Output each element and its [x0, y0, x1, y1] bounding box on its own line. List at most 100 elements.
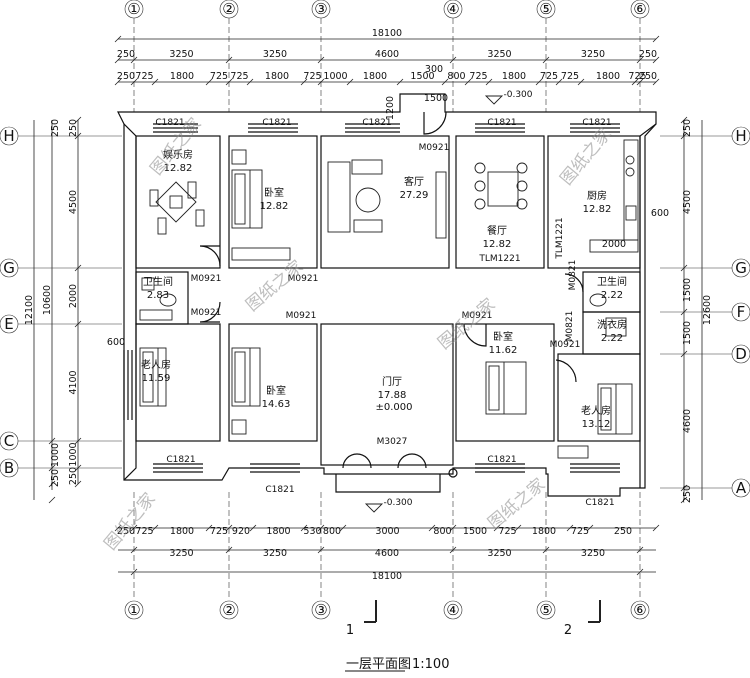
dim-bottom-detail: 725: [135, 526, 153, 537]
door-label-main: M3027: [377, 437, 408, 447]
door-label: M0821: [565, 311, 575, 342]
section-mark-1: 1: [346, 623, 354, 638]
dim-right-seg: 250: [682, 485, 693, 503]
axis-label-bottom: ②: [222, 601, 235, 619]
window-label: C1821: [362, 118, 391, 128]
dim-right-outer: 12600: [702, 295, 713, 325]
sofa-bottom: [353, 219, 383, 233]
room-entertainment-name: 娱乐房: [163, 148, 193, 161]
dimension-tick: [225, 56, 233, 64]
front-step: [335, 474, 441, 493]
watermark: 图纸之家: [484, 475, 549, 534]
sofa-left: [327, 161, 351, 233]
dim-bottom-detail: 3000: [375, 526, 399, 537]
room-bedroom1-area: 12.82: [260, 201, 289, 212]
dimension-tick: [246, 78, 254, 86]
dimension-tick: [464, 78, 472, 86]
dim-top-detail: 725: [628, 71, 646, 82]
room-elder2-area: 13.12: [582, 419, 611, 430]
dim-top-detail: 725: [469, 71, 487, 82]
door-label: M0821: [568, 260, 578, 291]
dimension-tick: [130, 568, 138, 576]
room-dining-name: 餐厅: [487, 224, 507, 237]
section-mark-2: 2: [564, 623, 572, 638]
dimension-tick: [346, 78, 354, 86]
axis-label-bottom: ③: [314, 601, 327, 619]
dimension-tick: [249, 524, 257, 532]
bed-elder2: [597, 383, 633, 435]
room-wall-bedroom2: [228, 323, 318, 442]
axis-label-bottom: ⑤: [539, 601, 552, 619]
door-label: M0921: [462, 311, 493, 321]
dim-left-outer: 12100: [24, 295, 35, 325]
dim-top-detail: 725: [210, 71, 228, 82]
dim-bottom-detail: 800: [323, 526, 341, 537]
axis-label-top: ⑥: [633, 0, 646, 18]
kitchen-counter: [623, 139, 639, 241]
room-wall-bedroom3: [455, 323, 555, 442]
room-wall-hall: [320, 323, 454, 466]
dim-bottom-detail: 530: [303, 526, 321, 537]
room-bedroom1-name: 卧室: [264, 186, 284, 199]
room-bedroom2-name: 卧室: [266, 384, 286, 397]
dim-right-seg: 4600: [682, 409, 693, 433]
dim-left-seg: 1000: [68, 442, 79, 466]
dimension-tick: [205, 524, 213, 532]
window-label: C1821: [582, 118, 611, 128]
game-table-center: [169, 195, 183, 209]
room-kitchen-area: 12.82: [583, 204, 612, 215]
dim-top-total: 18100: [372, 28, 402, 39]
axis-bubble-bottom: [443, 600, 463, 620]
room-hall-level: ±0.000: [375, 402, 412, 413]
room-elder1-area: 11.59: [142, 373, 171, 384]
dining-chair: [516, 198, 528, 210]
bed-elder1: [139, 347, 167, 407]
dim-left-inner: 250: [50, 119, 61, 137]
axis-label-left: E: [4, 315, 13, 333]
watermark: 图纸之家: [557, 124, 616, 189]
sofa-top: [351, 159, 383, 175]
dimension-tick: [441, 78, 449, 86]
dimension-tick: [300, 78, 308, 86]
axis-label-left: B: [4, 459, 14, 477]
dim-bottom-detail: 725: [571, 526, 589, 537]
axis-label-top: ②: [222, 0, 235, 18]
dim-right-600: 600: [651, 208, 669, 219]
dimension-tick: [114, 524, 122, 532]
dim-top-detail: 725: [230, 71, 248, 82]
axis-label-right: G: [735, 259, 747, 277]
dim-top-detail: 250: [117, 71, 135, 82]
watermarks: 图纸之家图纸之家图纸之家图纸之家图纸之家图纸之家: [101, 114, 616, 554]
dim-top-mid: 3250: [263, 49, 287, 60]
dimension-tick: [428, 524, 436, 532]
dim-top-mid: 250: [639, 49, 657, 60]
dim-bottom-detail: 1800: [532, 526, 556, 537]
axis-bubble-bottom: [536, 600, 556, 620]
washing-machine: [605, 317, 627, 337]
dim-bottom-mid: 3250: [263, 548, 287, 559]
dim-left-seg: 2000: [68, 284, 79, 308]
dim-bottom-detail: 725: [498, 526, 516, 537]
dim-top-detail: 800: [447, 71, 465, 82]
dimension-tick: [680, 116, 688, 124]
dimension-tick: [151, 524, 159, 532]
dimension-tick: [205, 78, 213, 86]
dimension-tick: [74, 116, 82, 124]
door-label: M0921: [419, 143, 450, 153]
axis-bubble-bottom: [124, 600, 144, 620]
dining-chair: [516, 162, 528, 174]
dimension-tick: [652, 35, 660, 43]
dim-bottom-detail: 800: [433, 526, 451, 537]
dimension-tick: [449, 56, 457, 64]
room-bedroom3-name: 卧室: [493, 330, 513, 343]
dim-top-small: 300: [425, 64, 443, 75]
bed-pillow: [234, 351, 246, 403]
window-label: C1821: [166, 455, 195, 465]
room-hall-area: 17.88: [378, 390, 407, 401]
dining-chair: [474, 180, 486, 192]
axis-label-right: A: [736, 479, 747, 497]
dim-left-seg: 250: [68, 467, 79, 485]
dimension-tick: [114, 56, 122, 64]
room-laundry-area: 2.22: [601, 333, 623, 344]
